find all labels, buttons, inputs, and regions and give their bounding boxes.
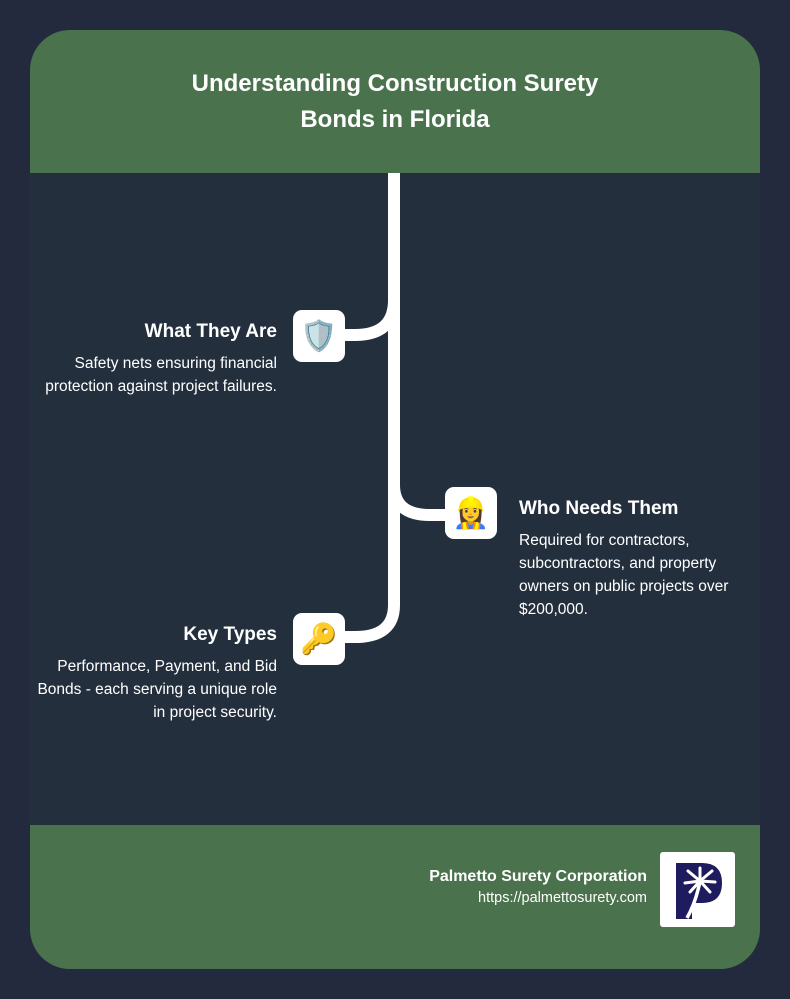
item-heading: Who Needs Them xyxy=(519,498,679,519)
timeline-connector xyxy=(340,173,450,643)
timeline-branch-1 xyxy=(340,173,400,341)
item-heading: Key Types xyxy=(183,624,277,645)
palm-tree-p-icon xyxy=(676,863,722,919)
infographic-card: Understanding Construction Surety Bonds … xyxy=(30,30,760,969)
timeline-branch-2 xyxy=(388,300,450,521)
header: Understanding Construction Surety Bonds … xyxy=(30,30,760,173)
construction-worker-icon: 👷‍♀️ xyxy=(445,487,497,539)
company-url[interactable]: https://palmettosurety.com xyxy=(478,890,647,906)
company-name: Palmetto Surety Corporation xyxy=(429,868,647,885)
page-title: Understanding Construction Surety Bonds … xyxy=(191,69,599,133)
timeline-branch-3 xyxy=(340,485,400,643)
key-icon: 🔑 xyxy=(293,613,345,665)
item-heading: What They Are xyxy=(144,321,277,342)
shield-icon: 🛡️ xyxy=(293,310,345,362)
palmetto-logo xyxy=(660,852,735,927)
footer: Palmetto Surety Corporation https://palm… xyxy=(30,825,760,969)
item-description: Safety nets ensuring financial protectio… xyxy=(45,355,277,395)
item-description: Required for contractors, subcontractors… xyxy=(519,532,729,618)
item-description: Performance, Payment, and Bid Bonds - ea… xyxy=(37,658,277,721)
